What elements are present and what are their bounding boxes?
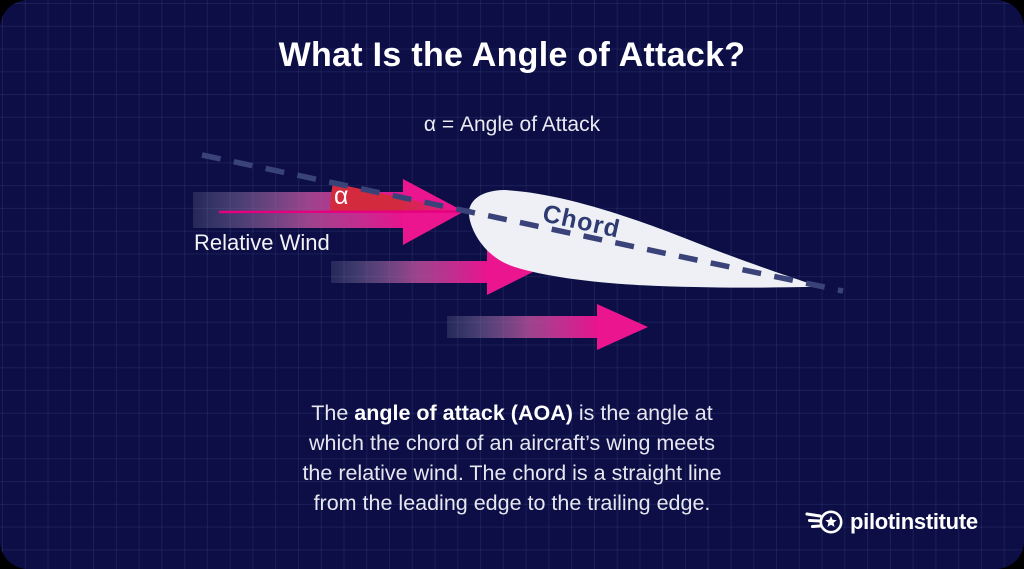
relative-wind-centerline	[218, 210, 462, 214]
description-line-2: which the chord of an aircraft’s wing me…	[309, 431, 715, 455]
logo-text: pilotinstitute	[850, 509, 978, 534]
alpha-symbol-label: α	[334, 182, 349, 210]
description-line1-bold: angle of attack (AOA)	[354, 401, 573, 425]
wind-arrow-2-head	[487, 249, 533, 295]
page-title: What Is the Angle of Attack?	[278, 36, 746, 74]
description-line-4: from the leading edge to the trailing ed…	[313, 491, 711, 515]
description-line-3: the relative wind. The chord is a straig…	[302, 461, 722, 485]
relative-wind-label: Relative Wind	[194, 230, 330, 255]
description-line1-pre: The	[311, 401, 355, 425]
chord-dashed-line	[201, 152, 844, 294]
airfoil-shape	[468, 189, 820, 288]
description-line1-post: is the angle at	[572, 401, 713, 425]
description-line-1: The angle of attack (AOA) is the angle a…	[0, 398, 1024, 428]
wind-arrow-3-head	[597, 304, 648, 350]
wind-arrow-3-body	[447, 316, 598, 338]
alpha-definition-subtitle: α = Angle of Attack	[423, 113, 601, 136]
pilotinstitute-logo: pilotinstitute	[804, 505, 978, 539]
description-text: The angle of attack (AOA) is the angle a…	[0, 398, 1024, 518]
winged-star-badge-icon	[805, 510, 843, 534]
wind-arrow-2-body	[331, 261, 488, 283]
